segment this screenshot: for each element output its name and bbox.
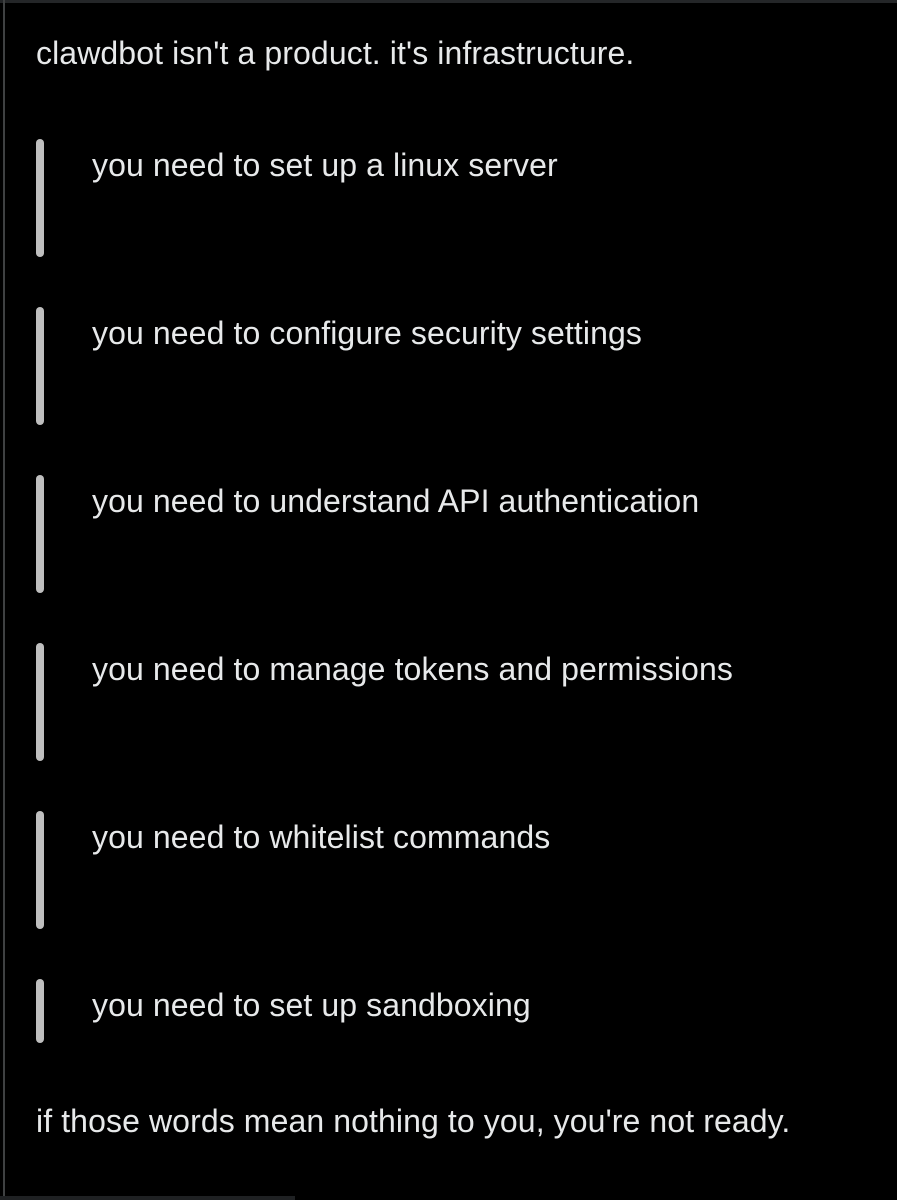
quote-text: you need to set up a linux server	[92, 147, 558, 183]
quote-bar	[36, 811, 44, 929]
quote-block: you need to understand API authenticatio…	[36, 475, 877, 593]
post-body: clawdbot isn't a product. it's infrastru…	[36, 35, 877, 1139]
quote-block: you need to configure security settings	[36, 307, 877, 425]
quote-block: you need to whitelist commands	[36, 811, 877, 929]
quote-block: you need to manage tokens and permission…	[36, 643, 877, 761]
quote-text: you need to understand API authenticatio…	[92, 483, 700, 519]
quote-text: you need to set up sandboxing	[92, 987, 531, 1023]
quote-bar	[36, 475, 44, 593]
top-divider	[0, 0, 897, 3]
quote-bar	[36, 979, 44, 1043]
quote-bar	[36, 643, 44, 761]
post-outro-text: if those words mean nothing to you, you'…	[36, 1103, 791, 1139]
quote-block: you need to set up a linux server	[36, 139, 877, 257]
quote-text: you need to manage tokens and permission…	[92, 651, 733, 687]
quote-bar	[36, 139, 44, 257]
bottom-divider	[0, 1196, 295, 1200]
post-intro-text: clawdbot isn't a product. it's infrastru…	[36, 35, 635, 71]
quote-text: you need to configure security settings	[92, 315, 642, 351]
left-divider	[3, 0, 5, 1200]
quote-bar	[36, 307, 44, 425]
quote-text: you need to whitelist commands	[92, 819, 551, 855]
quote-block: you need to set up sandboxing	[36, 979, 877, 1043]
